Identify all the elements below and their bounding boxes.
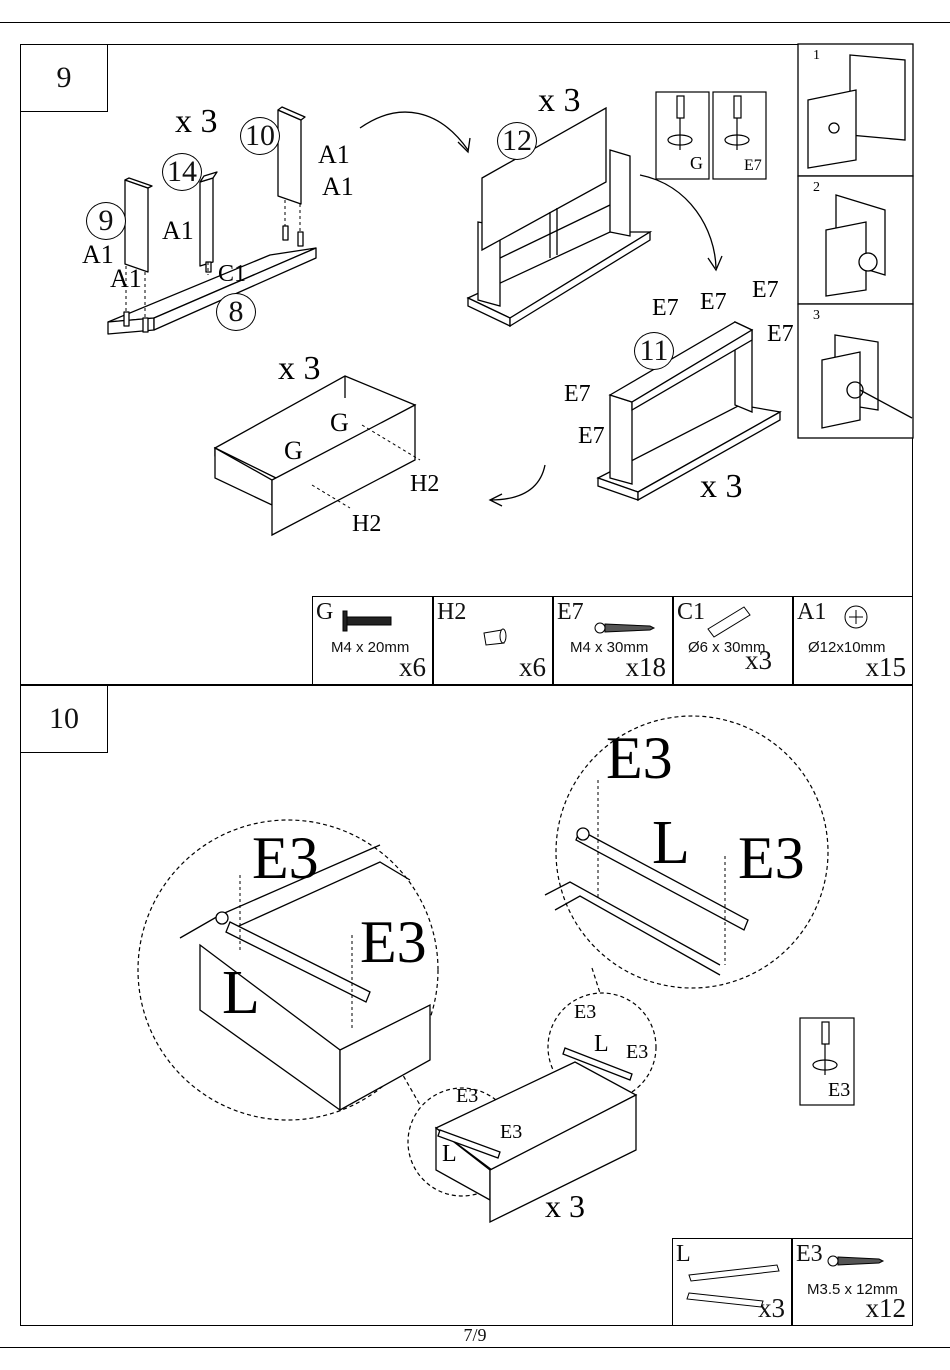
page-number: 7/9 xyxy=(0,1325,950,1346)
tool-label-e3: E3 xyxy=(828,1080,850,1100)
hardware-cell-l: L x3 xyxy=(672,1238,792,1326)
label-rail-l: L xyxy=(594,1032,609,1056)
label-e3: E3 xyxy=(574,1002,596,1022)
label-e3: E3 xyxy=(606,728,673,788)
rail-icon xyxy=(673,1239,793,1327)
label-e3: E3 xyxy=(360,912,427,972)
label-rail-l: L xyxy=(652,812,690,874)
label-rail-l: L xyxy=(442,1142,457,1166)
hardware-cell-e3: E3 M3.5 x 12mm x12 xyxy=(792,1238,913,1326)
screw-icon xyxy=(793,1239,914,1327)
label-e3: E3 xyxy=(456,1086,478,1106)
label-rail-l: L xyxy=(222,962,260,1024)
multiplier-drawers: x 3 xyxy=(545,1190,585,1222)
label-e3: E3 xyxy=(500,1122,522,1142)
label-e3: E3 xyxy=(252,828,319,888)
label-e3: E3 xyxy=(738,828,805,888)
label-e3: E3 xyxy=(626,1042,648,1062)
